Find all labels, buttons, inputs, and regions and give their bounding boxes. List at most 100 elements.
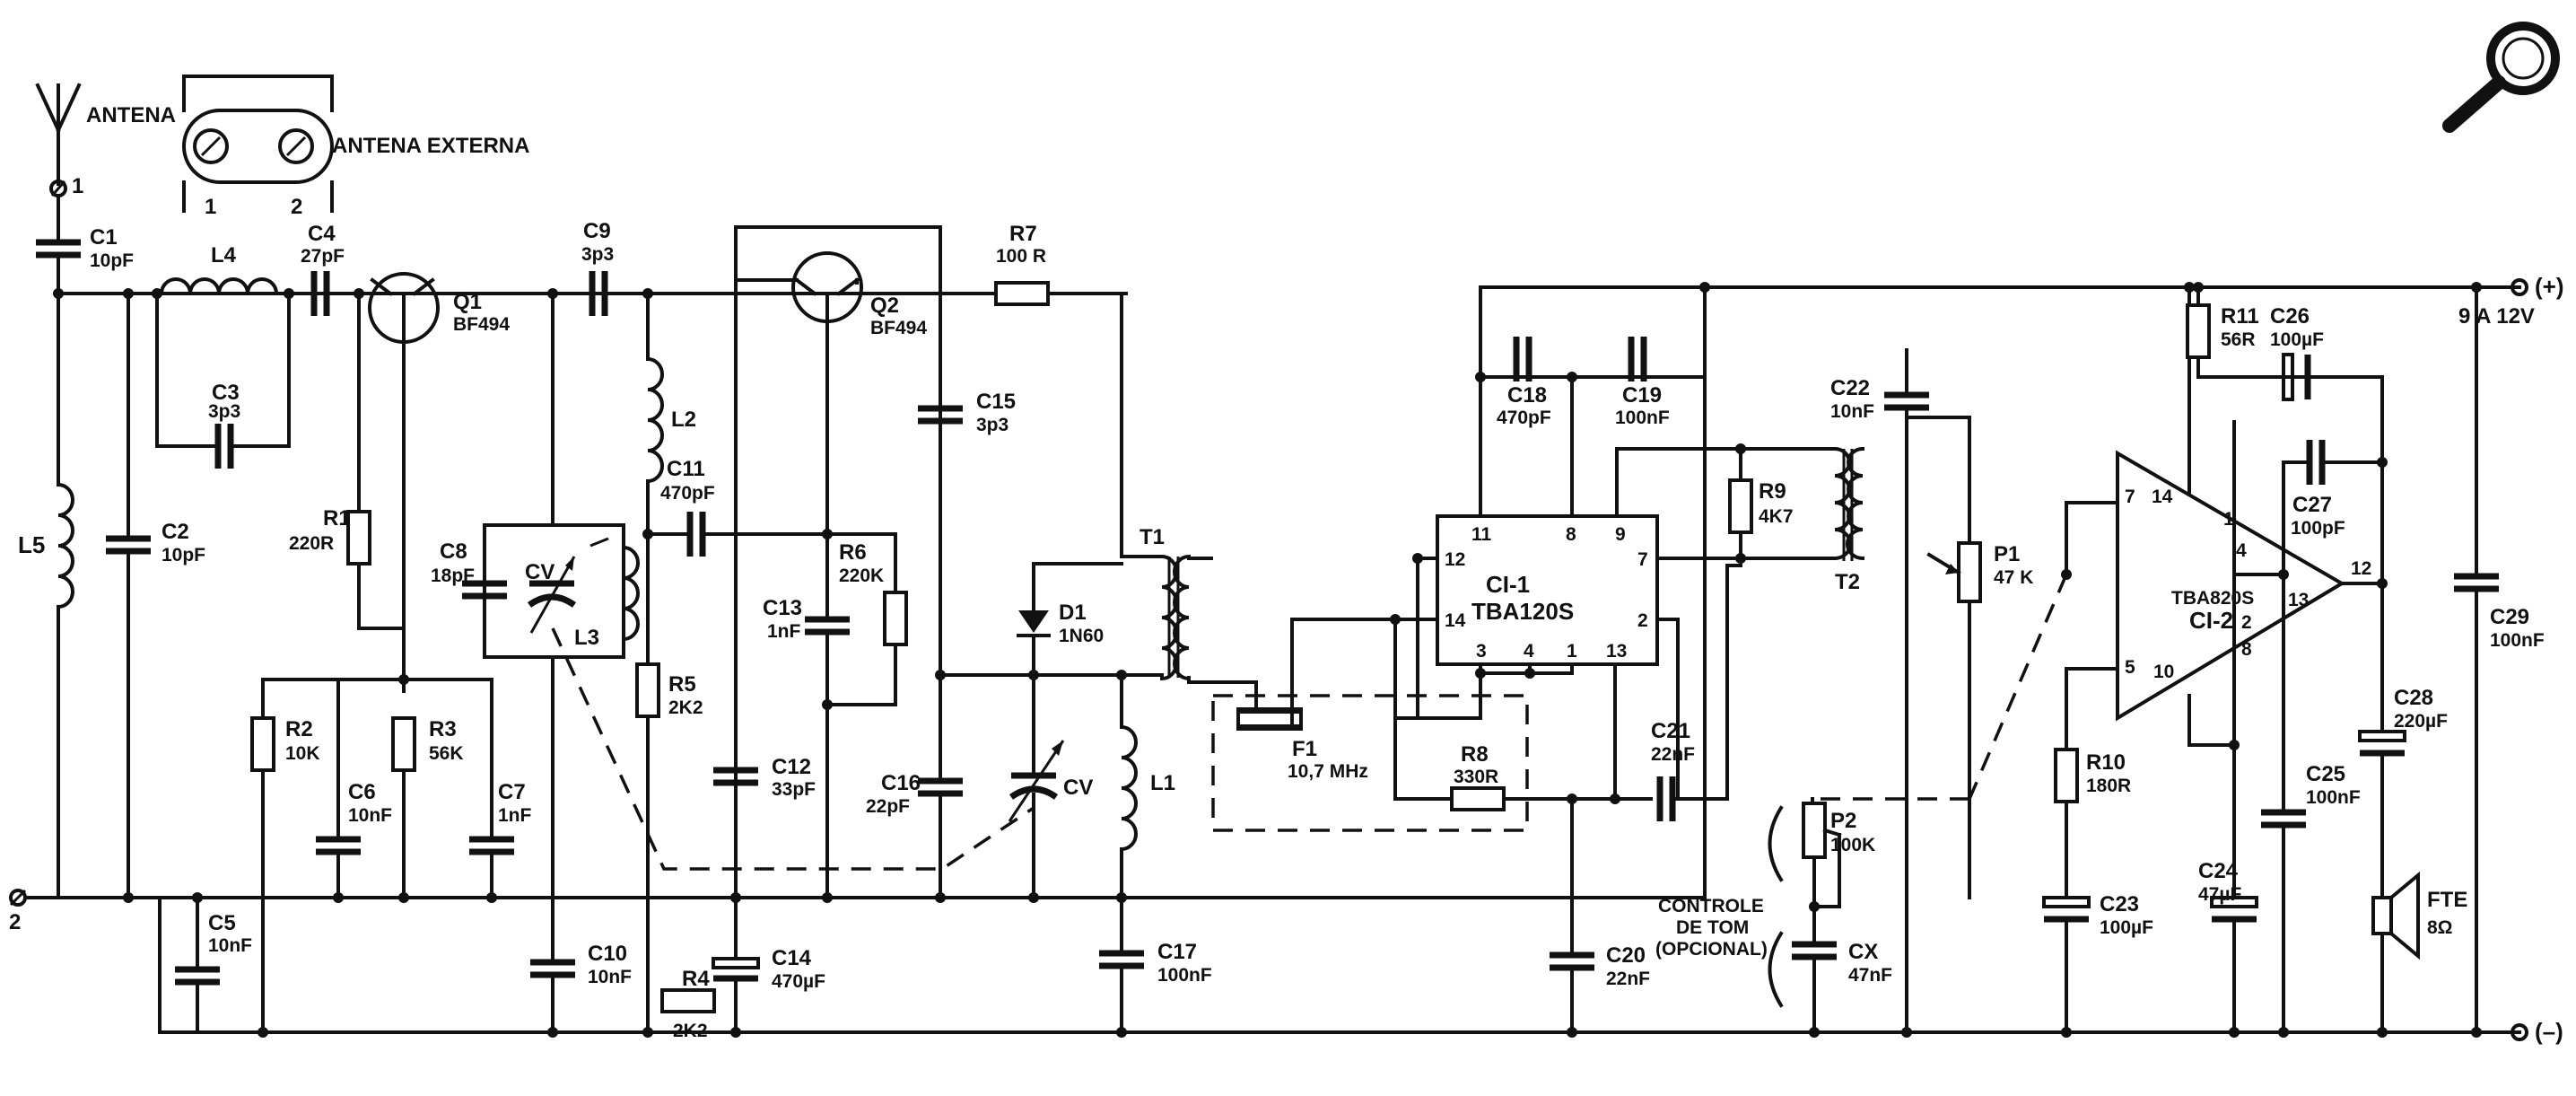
cv2-ref: CV <box>1063 776 1093 800</box>
r11-value: 56R <box>2221 329 2256 350</box>
capacitor-c22: C22 10nF <box>1830 348 1929 1034</box>
c11-value: 470pF <box>660 483 715 504</box>
c1-value: 10pF <box>90 250 134 271</box>
f1-value: 10,7 MHz <box>1288 761 1368 782</box>
r5-value: 2K2 <box>668 697 703 718</box>
ext-antenna-label: ANTENA EXTERNA <box>332 134 529 158</box>
c8-ref: C8 <box>440 539 467 564</box>
c11-ref: C11 <box>667 457 705 481</box>
d1-value: 1N60 <box>1059 626 1104 646</box>
r5-ref: R5 <box>668 672 696 697</box>
q1-ref: Q1 <box>453 290 482 314</box>
l5-ref: L5 <box>18 531 45 558</box>
capacitor-c3: C3 3p3 <box>155 292 291 469</box>
capacitor-c18: C18 470pF <box>1497 337 1551 428</box>
d1-ref: D1 <box>1059 601 1087 625</box>
c25-ref: C25 <box>2306 762 2345 786</box>
c9-ref: C9 <box>583 219 611 243</box>
resistor-r7: R7 100 R <box>994 222 1123 558</box>
ci2-pin-14: 14 <box>2152 487 2173 507</box>
c12-ref: C12 <box>772 755 811 779</box>
l3-ref: L3 <box>574 626 599 650</box>
ci2-pin-10: 10 <box>2153 662 2174 682</box>
cv1-ref: CV <box>525 560 554 584</box>
c21-value: 22nF <box>1651 744 1695 765</box>
c24-value: 47µF <box>2198 884 2241 905</box>
ci2-pin-5: 5 <box>2125 657 2135 678</box>
c17-ref: C17 <box>1157 940 1197 964</box>
c22-ref: C22 <box>1830 376 1870 400</box>
resistor-r8: R8 330R <box>1393 618 1653 811</box>
c2-ref: C2 <box>162 520 189 544</box>
capacitor-c19: C19 100nF <box>1615 337 1670 428</box>
capacitor-c24: C24 47µF <box>2198 743 2258 1034</box>
c5-value: 10nF <box>208 935 252 956</box>
c6-value: 10nF <box>348 805 392 826</box>
resistor-r6: R6 220K <box>825 532 908 706</box>
c28-value: 220µF <box>2394 711 2448 732</box>
r11-ref: R11 <box>2221 304 2259 329</box>
r4-value: 2K2 <box>673 1021 708 1041</box>
supply-minus-label: (–) <box>2535 1018 2563 1045</box>
r2-ref: R2 <box>285 717 313 741</box>
c18-value: 470pF <box>1497 408 1551 428</box>
c28-ref: C28 <box>2394 686 2433 710</box>
ci2-pin-1: 1 <box>2223 509 2234 530</box>
l1-ref: L1 <box>1150 771 1175 795</box>
c12-value: 33pF <box>772 779 816 800</box>
capacitor-c20: C20 22nF <box>1550 797 1650 1034</box>
ci1-ref: CI-1 <box>1486 571 1530 598</box>
ci1-pin-13: 13 <box>1606 641 1627 662</box>
c15-value: 3p3 <box>976 415 1009 435</box>
magnifier-icon[interactable] <box>2442 22 2560 133</box>
capacitor-c27: C27 100pF <box>2282 440 2384 539</box>
ground-terminal: 2 <box>9 889 63 934</box>
antenna-label: ANTENA <box>86 103 176 127</box>
tone-line1: CONTROLE <box>1658 896 1764 916</box>
r3-value: 56K <box>429 743 464 764</box>
capacitor-c5: C5 10nF <box>175 896 252 1034</box>
c7-value: 1nF <box>498 805 532 826</box>
ext-antenna-pin2: 2 <box>291 195 302 219</box>
supply-terminals: (+) (–) 9 A 12V <box>2458 273 2564 1045</box>
ci1-pin-12: 12 <box>1445 549 1465 570</box>
c14-value: 470µF <box>772 971 825 992</box>
q2-value: BF494 <box>870 318 927 338</box>
capacitor-c29: C29 100nF <box>2454 285 2545 1034</box>
p2-value: 100K <box>1830 835 1875 855</box>
supply-voltage-label: 9 A 12V <box>2458 304 2535 329</box>
capacitor-c14: C14 470µF <box>712 896 825 1034</box>
c16-ref: C16 <box>881 771 921 795</box>
inductor-l1: L1 <box>1119 673 1175 953</box>
q2-ref: Q2 <box>870 294 899 318</box>
ci2-pin-12: 12 <box>2351 558 2371 579</box>
resistor-r3: R3 56K <box>391 716 464 899</box>
t2-ref: T2 <box>1835 570 1860 594</box>
c26-ref: C26 <box>2270 304 2310 329</box>
ci1-pin-7: 7 <box>1637 549 1648 570</box>
resistor-r1: R1 220R <box>289 292 406 630</box>
capacitor-c26: C26 100µF <box>2270 304 2384 585</box>
potentiometer-p2: P2 100K <box>1768 797 1969 944</box>
potentiometer-p1: P1 47 K <box>1905 408 2033 899</box>
external-antenna-connector: 1 2 ANTENA EXTERNA <box>182 75 529 219</box>
c4-ref: C4 <box>308 222 336 246</box>
r10-value: 180R <box>2086 776 2131 796</box>
ci1-pin-3: 3 <box>1476 641 1487 662</box>
c13-value: 1nF <box>767 621 801 642</box>
ceramic-filter-f1: F1 10,7 MHz <box>1211 618 1529 832</box>
ci2-pin-13: 13 <box>2288 590 2309 610</box>
transistor-q2: Q2 BF494 <box>734 225 998 899</box>
ci1-pin-14: 14 <box>1445 610 1466 631</box>
c22-value: 10nF <box>1830 401 1874 422</box>
q1-value: BF494 <box>453 314 510 335</box>
capacitor-c2: C2 10pF <box>106 292 205 899</box>
c29-value: 100nF <box>2490 630 2545 651</box>
transformer-t2: T2 <box>1739 446 1865 594</box>
c29-ref: C29 <box>2490 605 2529 629</box>
capacitor-c23: C23 100µF <box>2042 892 2153 1034</box>
capacitor-c9: C9 3p3 <box>581 219 614 316</box>
r8-ref: R8 <box>1461 742 1489 767</box>
c13-ref: C13 <box>763 596 802 620</box>
capacitor-cx: CX 47nF <box>1792 940 1892 1034</box>
